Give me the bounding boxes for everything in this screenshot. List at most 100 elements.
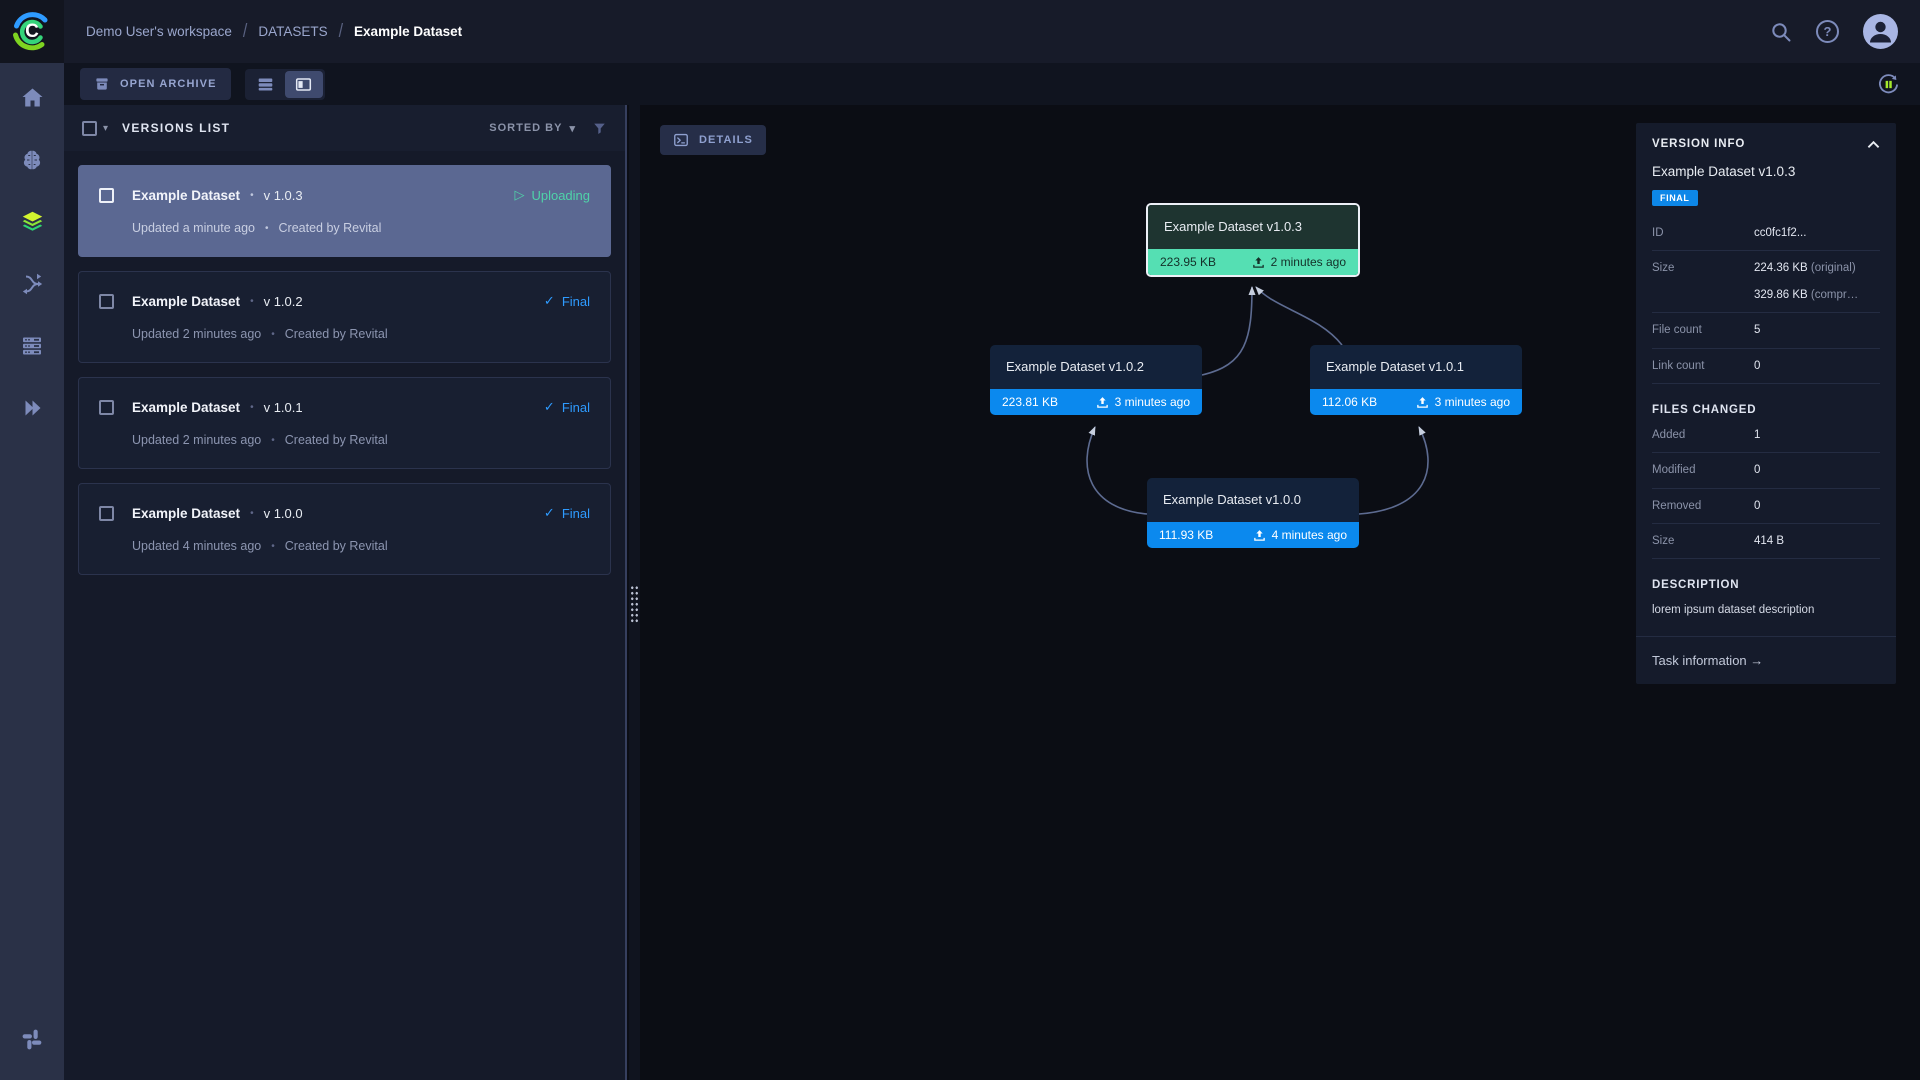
version-info-panel: VERSION INFO Example Dataset v1.0.3 FINA… xyxy=(1636,123,1896,684)
breadcrumb-separator: / xyxy=(243,21,247,43)
node-footer: 223.81 KB 3 minutes ago xyxy=(990,389,1202,415)
version-card-v1-0-2[interactable]: Example Dataset • v 1.0.2 ✓ Final Update… xyxy=(78,271,611,363)
breadcrumb-workspace[interactable]: Demo User's workspace xyxy=(86,24,232,39)
node-footer: 111.93 KB 4 minutes ago xyxy=(1147,522,1359,548)
auto-refresh-toggle[interactable] xyxy=(1877,73,1900,96)
version-checkbox[interactable] xyxy=(99,188,114,203)
clearml-logo[interactable]: C xyxy=(0,0,64,63)
info-row-id: ID cc0fc1f2... xyxy=(1652,216,1880,251)
panel-resize-handle[interactable] xyxy=(630,585,639,623)
description-text: lorem ipsum dataset description xyxy=(1652,604,1880,616)
edge-v100-to-v101 xyxy=(1359,427,1428,514)
upload-icon xyxy=(1252,256,1265,269)
breadcrumb-current-dataset: Example Dataset xyxy=(354,24,462,39)
node-upload-time: 3 minutes ago xyxy=(1115,395,1190,409)
node-size: 111.93 KB xyxy=(1159,528,1213,542)
help-icon[interactable]: ? xyxy=(1816,20,1839,43)
check-icon: ✓ xyxy=(544,399,555,415)
updated-text: Updated 2 minutes ago xyxy=(132,433,261,447)
version-name: Example Dataset xyxy=(132,400,240,415)
info-row-size-compressed: 329.86 KB (compr… xyxy=(1652,278,1880,313)
dot-separator: • xyxy=(271,541,275,552)
split-view-icon xyxy=(295,76,312,93)
nav-workers-queues[interactable] xyxy=(0,315,64,377)
graph-node-v1-0-0[interactable]: Example Dataset v1.0.0 111.93 KB 4 minut… xyxy=(1147,478,1359,548)
version-name: Example Dataset xyxy=(132,294,240,309)
size-original-suffix: (original) xyxy=(1811,262,1856,274)
version-checkbox[interactable] xyxy=(99,400,114,415)
toolbar-right xyxy=(1877,73,1920,96)
node-size: 223.81 KB xyxy=(1002,395,1058,409)
upload-icon xyxy=(1253,529,1266,542)
status-label: Final xyxy=(562,400,590,415)
version-name: Example Dataset xyxy=(132,188,240,203)
avatar[interactable] xyxy=(1863,14,1898,49)
edge-v102-to-v103 xyxy=(1202,287,1252,375)
version-checkbox[interactable] xyxy=(99,506,114,521)
details-label: DETAILS xyxy=(699,134,753,146)
updated-text: Updated a minute ago xyxy=(132,221,255,235)
uploading-icon: ▷ xyxy=(514,187,524,203)
sorted-by-caret-icon: ▾ xyxy=(569,122,576,135)
graph-node-v1-0-3[interactable]: Example Dataset v1.0.3 223.95 KB 2 minut… xyxy=(1146,203,1360,277)
node-title: Example Dataset v1.0.0 xyxy=(1147,478,1359,522)
info-row-removed: Removed 0 xyxy=(1652,489,1880,524)
details-button[interactable]: DETAILS xyxy=(660,125,766,155)
version-checkbox[interactable] xyxy=(99,294,114,309)
nav-datasets-active[interactable] xyxy=(0,191,64,253)
open-archive-label: OPEN ARCHIVE xyxy=(120,78,217,90)
task-information-link[interactable]: Task information → xyxy=(1636,636,1896,684)
arrow-right-icon: → xyxy=(1750,653,1763,668)
dot-separator: • xyxy=(250,402,254,413)
info-row-file-count: File count 5 xyxy=(1652,313,1880,348)
node-size: 223.95 KB xyxy=(1160,255,1216,269)
list-view-toggle[interactable] xyxy=(247,71,285,98)
nav-pipelines[interactable] xyxy=(0,253,64,315)
dot-separator: • xyxy=(250,190,254,201)
version-name: Example Dataset xyxy=(132,506,240,521)
filter-icon[interactable] xyxy=(592,121,607,136)
nav-reports[interactable] xyxy=(0,377,64,439)
status-badge: ✓ Final xyxy=(544,399,590,415)
size-original-value: 224.36 KB xyxy=(1754,262,1808,274)
version-number: v 1.0.2 xyxy=(264,294,303,309)
search-icon[interactable] xyxy=(1770,21,1792,43)
info-row-modified: Modified 0 xyxy=(1652,453,1880,488)
node-title: Example Dataset v1.0.3 xyxy=(1148,205,1358,249)
open-archive-button[interactable]: OPEN ARCHIVE xyxy=(80,68,231,100)
nav-home[interactable] xyxy=(0,67,64,129)
collapse-panel-icon[interactable] xyxy=(1867,140,1880,149)
version-card-v1-0-1[interactable]: Example Dataset • v 1.0.1 ✓ Final Update… xyxy=(78,377,611,469)
modified-value: 0 xyxy=(1754,463,1760,477)
sorted-by-label: SORTED BY xyxy=(489,122,562,134)
breadcrumb-datasets[interactable]: DATASETS xyxy=(258,24,327,39)
breadcrumb-separator: / xyxy=(339,21,343,43)
app-header: C Demo User's workspace / DATASETS / Exa… xyxy=(0,0,1920,63)
file-count-value: 5 xyxy=(1754,323,1760,337)
nav-slack[interactable] xyxy=(0,1008,64,1070)
status-badge: ✓ Final xyxy=(544,293,590,309)
header-actions: ? xyxy=(1770,14,1920,49)
nav-projects[interactable] xyxy=(0,129,64,191)
edge-v101-to-v103 xyxy=(1256,287,1342,345)
graph-node-v1-0-2[interactable]: Example Dataset v1.0.2 223.81 KB 3 minut… xyxy=(990,345,1202,415)
node-size: 112.06 KB xyxy=(1322,395,1377,409)
sorted-by-dropdown[interactable]: SORTED BY ▾ xyxy=(489,122,576,135)
version-graph-pane: DETAILS Example Dataset v1.0.3 223.95 KB… xyxy=(640,105,1920,1080)
node-title: Example Dataset v1.0.1 xyxy=(1310,345,1522,389)
dot-separator: • xyxy=(265,223,269,234)
graph-node-v1-0-1[interactable]: Example Dataset v1.0.1 112.06 KB 3 minut… xyxy=(1310,345,1522,415)
check-icon: ✓ xyxy=(544,293,555,309)
version-card-v1-0-3[interactable]: Example Dataset • v 1.0.3 ▷ Uploading Up… xyxy=(78,165,611,257)
info-row-size-original: Size 224.36 KB (original) xyxy=(1652,251,1880,277)
description-title: DESCRIPTION xyxy=(1652,579,1880,591)
version-number: v 1.0.0 xyxy=(264,506,303,521)
auto-refresh-pause-icon xyxy=(1877,73,1900,96)
status-label: Uploading xyxy=(531,188,590,203)
dataset-toolbar: OPEN ARCHIVE xyxy=(64,63,1920,105)
select-all-checkbox[interactable] xyxy=(82,121,97,136)
node-footer: 223.95 KB 2 minutes ago xyxy=(1148,249,1358,275)
split-view-toggle[interactable] xyxy=(285,71,323,98)
select-all-caret-icon[interactable]: ▾ xyxy=(103,123,108,134)
version-card-v1-0-0[interactable]: Example Dataset • v 1.0.0 ✓ Final Update… xyxy=(78,483,611,575)
